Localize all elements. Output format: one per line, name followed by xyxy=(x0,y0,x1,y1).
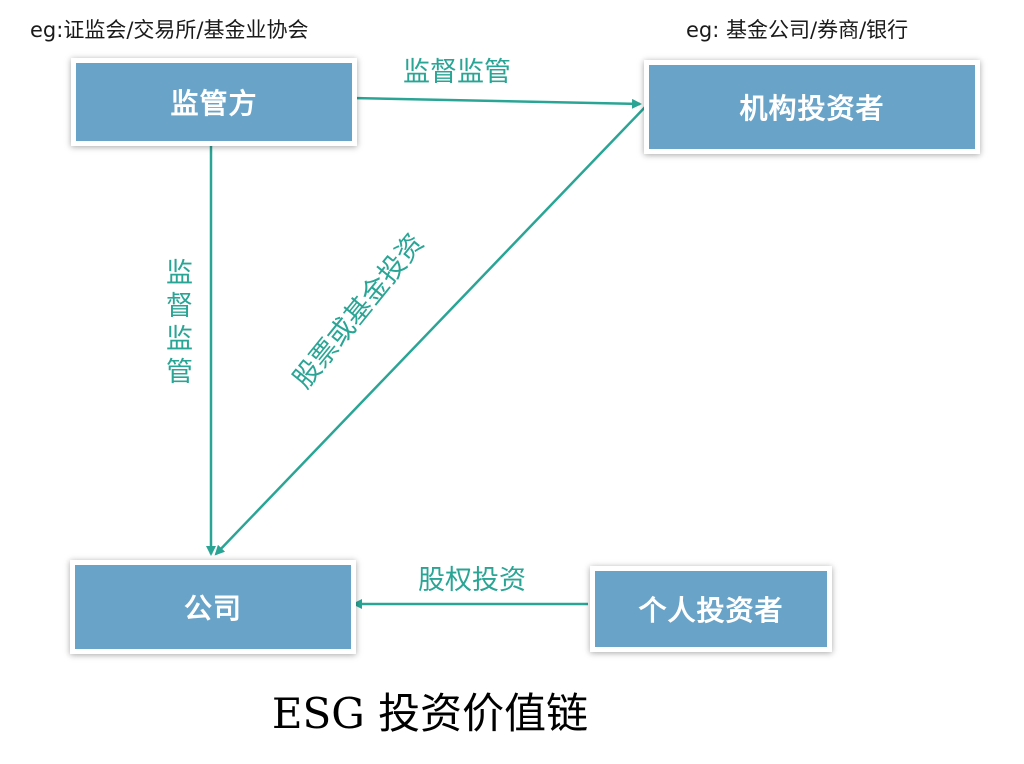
edge-label-supervision-top: 监督监管 xyxy=(403,57,511,88)
regulator-examples-note: eg:证监会/交易所/基金业协会 xyxy=(30,18,309,42)
edge-label-equity-investment: 股权投资 xyxy=(418,565,526,596)
individual-investor-node: 个人投资者 xyxy=(590,566,832,652)
regulator-label: 监管方 xyxy=(170,87,258,120)
company-node: 公司 xyxy=(70,560,356,654)
individual-investor-label: 个人投资者 xyxy=(638,594,784,627)
institutional-investor-label: 机构投资者 xyxy=(739,92,885,125)
diagram-title: ESG 投资价值链 xyxy=(271,689,589,738)
company-label: 公司 xyxy=(183,592,242,625)
institutional-investor-node: 机构投资者 xyxy=(644,60,980,154)
arrow-regulator-to-institution xyxy=(351,96,642,109)
arrow-institution-to-company xyxy=(214,103,649,556)
edge-label-supervision-vertical: 监督监管 xyxy=(161,258,192,390)
regulator-node: 监管方 xyxy=(71,58,357,146)
institution-examples-note: eg: 基金公司/券商/银行 xyxy=(686,18,909,42)
